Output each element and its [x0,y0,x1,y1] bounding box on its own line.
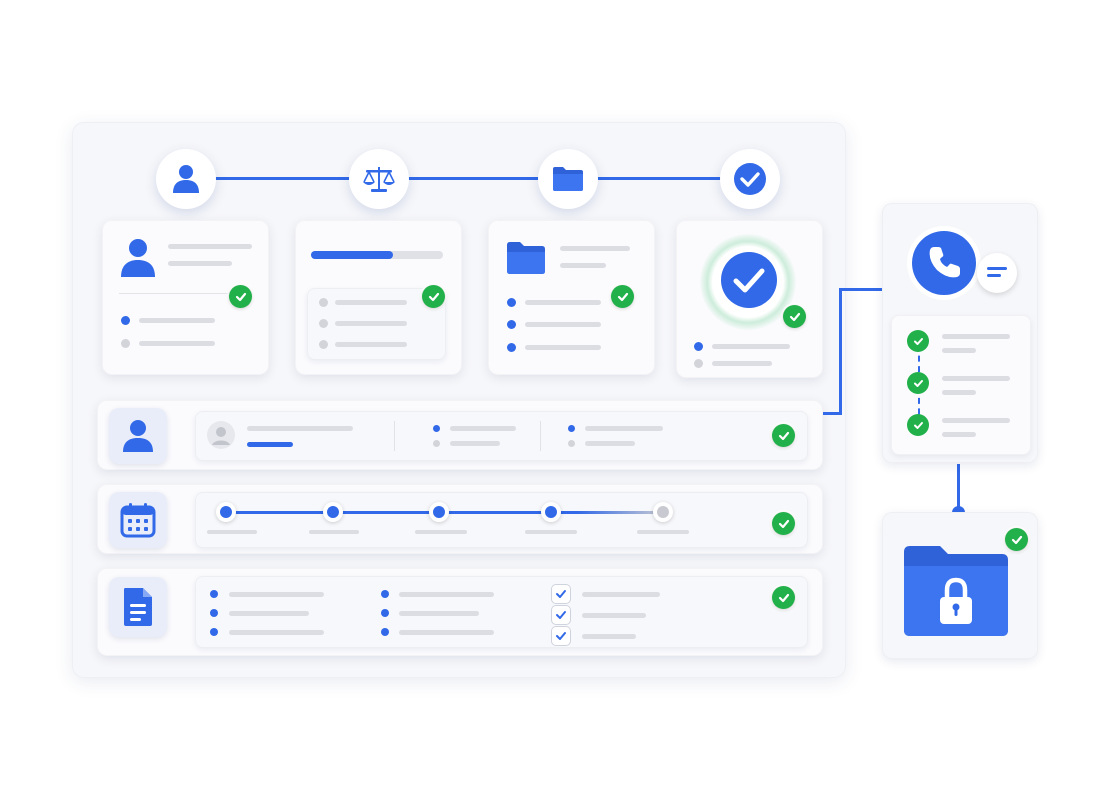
verified-check [422,285,445,308]
connector [839,288,842,415]
verified-check [772,586,795,609]
calendar-icon [120,503,156,538]
timeline-node [429,502,449,522]
connector [957,464,960,512]
row-schedule[interactable] [97,484,823,554]
row-content [195,411,808,461]
connector [823,412,841,415]
verified-badge-icon [721,252,777,308]
verified-check [772,424,795,447]
timeline-node [216,502,236,522]
row-documents[interactable] [97,568,823,656]
side-panel-contact[interactable] [882,203,1038,463]
checkbox[interactable] [552,627,570,645]
progress-fill [311,251,393,259]
user-icon [123,420,153,452]
stepper-connector [200,177,750,180]
row-contact[interactable] [97,400,823,470]
checkbox[interactable] [552,585,570,603]
card-user-profile[interactable] [102,220,269,375]
document-lists [195,576,808,648]
checklist-check [907,372,929,394]
card-approval[interactable] [676,220,823,378]
checkmark-icon [734,163,766,195]
timeline [195,492,808,548]
divider [119,293,237,294]
checkbox[interactable] [552,606,570,624]
locked-folder-icon [904,546,1008,636]
verified-check [229,285,252,308]
verified-check [611,285,634,308]
timeline-node [323,502,343,522]
side-panel-secure-folder[interactable] [882,512,1038,659]
row-icon-tile [109,408,167,464]
message-bubble [977,253,1017,293]
step-files[interactable] [538,149,598,209]
verified-check [1005,528,1028,551]
scales-icon [363,167,395,192]
folder-icon [553,167,583,191]
phone-icon [907,226,981,300]
step-user[interactable] [156,149,216,209]
row-icon-tile [109,492,167,548]
card-documents[interactable] [488,220,655,375]
folder-icon [507,242,545,274]
verified-check [772,512,795,535]
verified-check [783,305,806,328]
timeline-node [653,502,673,522]
avatar-icon [207,421,235,449]
message-icon [987,267,1007,277]
checklist-check [907,414,929,436]
row-icon-tile [109,577,167,637]
document-icon [124,588,152,626]
user-icon [121,239,155,277]
contact-checklist [891,315,1031,455]
timeline-node [541,502,561,522]
step-complete[interactable] [720,149,780,209]
step-legal[interactable] [349,149,409,209]
connector [839,288,883,291]
card-legal-review[interactable] [295,220,462,375]
user-icon [173,165,199,193]
checklist-check [907,330,929,352]
checklist-box [307,288,446,360]
